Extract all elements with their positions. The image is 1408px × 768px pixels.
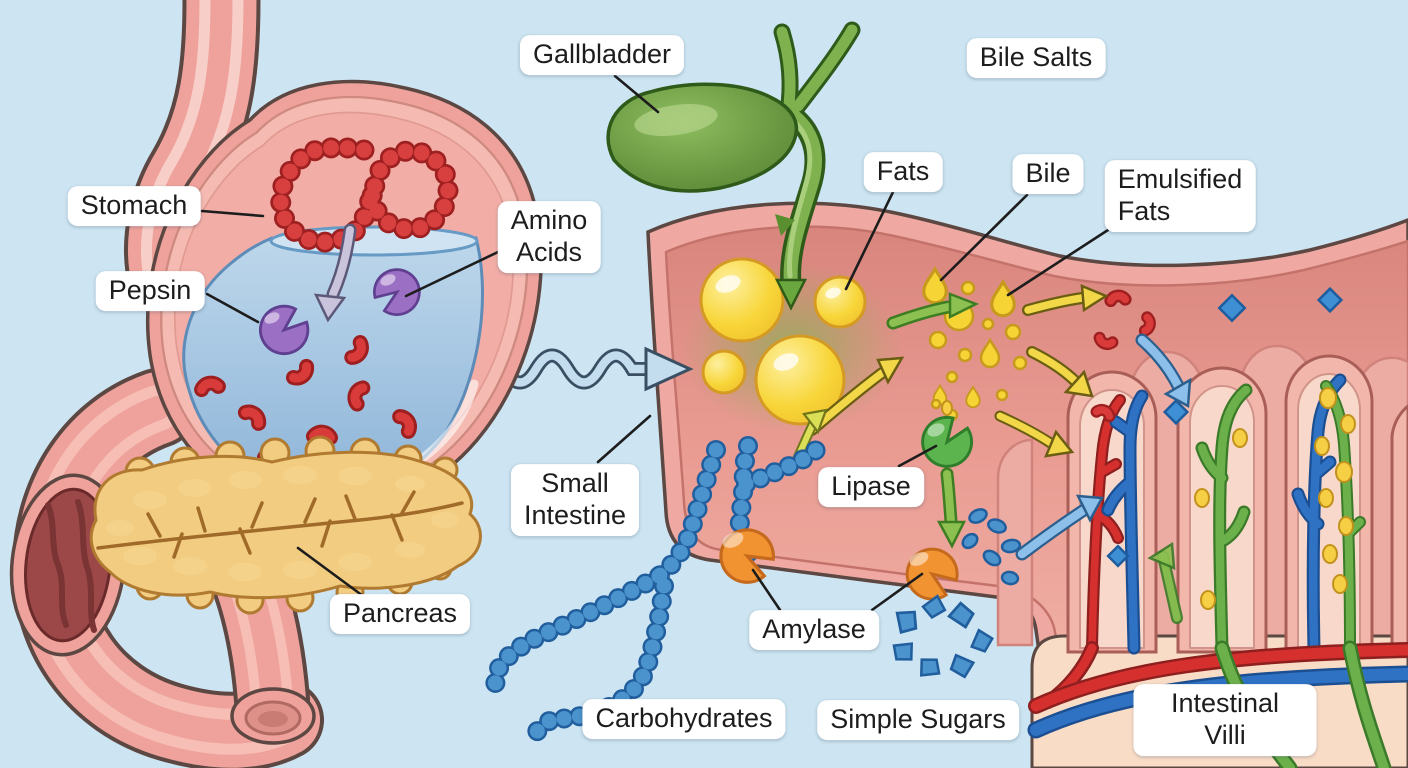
green-arrowhead (948, 292, 980, 320)
fat-droplets-in-villus (1194, 428, 1248, 610)
pancreatic-duct (96, 490, 464, 559)
leader-amylase-right (870, 572, 924, 612)
leader-small-intestine (596, 414, 652, 464)
villus-2 (1176, 366, 1268, 655)
sugar-in-villus (1106, 544, 1130, 568)
label-pepsin: Pepsin (95, 271, 205, 311)
fatty-acid-particles (961, 508, 1022, 586)
globule-highlights (715, 275, 841, 371)
villus-3 (1284, 354, 1374, 655)
label-amylase: Amylase (749, 610, 879, 650)
label-simple-sugars: Simple Sugars (817, 700, 1019, 740)
leader-emulsified-fats (1006, 228, 1110, 297)
label-lipase: Lipase (818, 467, 924, 507)
label-stomach: Stomach (67, 186, 201, 226)
small-intestine-organ (646, 201, 1408, 768)
digestion-arrow-gray (313, 223, 357, 323)
label-leader-lines (200, 74, 1110, 612)
label-carbohydrates: Carbohydrates (582, 699, 786, 739)
lipase-enzyme (911, 400, 982, 478)
duodenum-open-end (230, 687, 316, 745)
label-small-intestine: Small Intestine (510, 464, 640, 536)
villi-foreground (1066, 354, 1408, 655)
fat-emulsification-scene (682, 257, 1344, 586)
gallbladder-highlight (634, 104, 718, 136)
leader-fats (844, 190, 895, 291)
label-fats: Fats (863, 152, 943, 192)
gallbladder-organ (606, 21, 861, 311)
label-intestinal-villi: Intestinal Villi (1133, 684, 1317, 756)
stomach-organ (124, 0, 543, 514)
duct-flow-arrow (775, 214, 795, 236)
leader-pancreas (296, 546, 365, 598)
pepsin-enzymes (249, 259, 430, 365)
leader-stomach (200, 209, 265, 218)
leader-amino-acids (404, 250, 500, 298)
amylase-enzymes (710, 519, 968, 610)
bile-duct (773, 21, 861, 295)
label-bile-salts: Bile Salts (966, 38, 1106, 78)
leader-bile (939, 193, 1029, 282)
label-gallbladder: Gallbladder (519, 35, 685, 75)
fat-droplets-in-villus-2 (1314, 387, 1356, 594)
label-bile: Bile (1012, 154, 1084, 194)
bile-release-arrowhead (774, 278, 808, 311)
pancreas-texture (106, 466, 459, 581)
label-emulsified-fats: Emulsified Fats (1104, 160, 1256, 232)
villus-1 (1066, 370, 1158, 655)
villus-vein-2 (1291, 373, 1347, 655)
villus-lacteal (1195, 383, 1253, 655)
leader-lipase (897, 444, 938, 468)
label-pancreas: Pancreas (329, 594, 471, 634)
leader-pepsin (205, 292, 260, 324)
protein-chain (270, 137, 459, 253)
juice-shine (415, 379, 479, 465)
sugar-diamonds (1162, 286, 1344, 426)
leader-gallbladder (613, 74, 660, 114)
pancreas-organ (89, 435, 482, 615)
leader-amylase-left (751, 568, 782, 612)
process-arrows (790, 284, 1192, 624)
label-amino-acids: Amino Acids (497, 201, 601, 273)
villus-4-partial (1390, 404, 1408, 654)
villus-capillary-vein (1101, 389, 1149, 655)
